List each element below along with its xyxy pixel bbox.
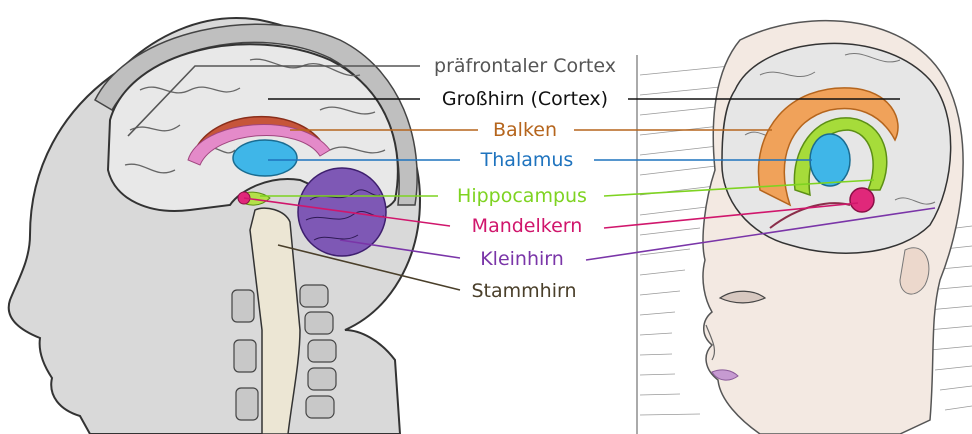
label-amygdala: Mandelkern (469, 215, 586, 237)
label-prefrontal-cortex: präfrontaler Cortex (431, 55, 619, 77)
label-cerebrum: Großhirn (Cortex) (439, 88, 611, 110)
amygdala-lateral (850, 188, 874, 212)
label-cerebellum: Kleinhirn (477, 248, 567, 270)
label-corpus-callosum: Balken (490, 119, 560, 141)
label-hippocampus: Hippocampus (454, 185, 590, 207)
label-brainstem: Stammhirn (468, 280, 579, 302)
label-thalamus: Thalamus (478, 149, 577, 171)
sagittal-head-illustration (9, 18, 420, 434)
thalamus-shape (233, 140, 297, 176)
thalamus-lateral (810, 134, 850, 186)
